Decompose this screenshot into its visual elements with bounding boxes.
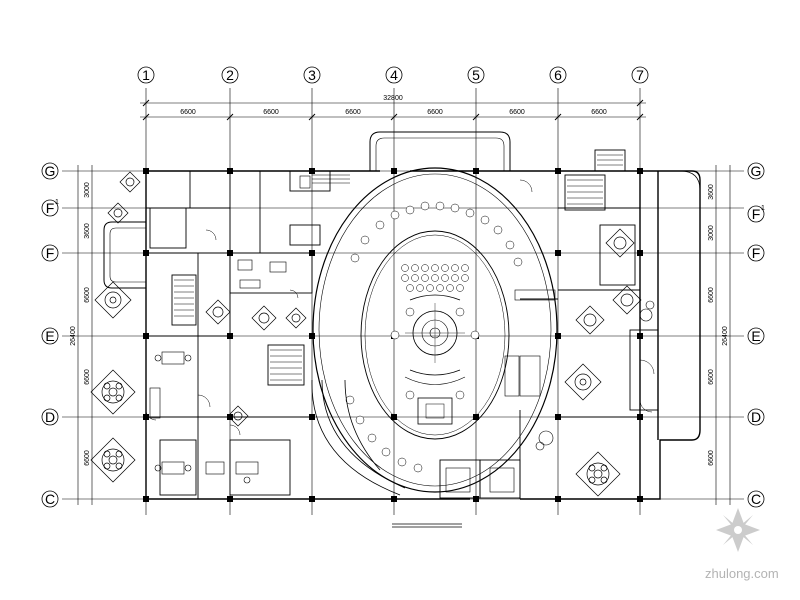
column-axis-bubbles bbox=[137, 66, 649, 84]
meeting-table-groups bbox=[90, 171, 642, 497]
dim-top-6: 6600 bbox=[591, 109, 607, 116]
dim-right-total: 26400 bbox=[722, 326, 729, 346]
central-oval-hall bbox=[312, 167, 558, 493]
table-group bbox=[285, 307, 307, 329]
top-dimension-texts: 32800 6600 6600 6600 6600 6600 6600 bbox=[180, 95, 607, 116]
table-group bbox=[90, 369, 136, 415]
table-group bbox=[119, 171, 141, 193]
axis-label-row-c-left: C bbox=[45, 491, 55, 507]
axis-label-col-3: 3 bbox=[308, 67, 316, 83]
axis-label-row-e-right: E bbox=[751, 328, 760, 344]
dim-left-2: 3600 bbox=[84, 223, 91, 239]
column-axis-labels: 1 2 3 4 5 6 7 bbox=[142, 67, 644, 83]
dim-top-1: 6600 bbox=[180, 109, 196, 116]
table-group bbox=[612, 285, 642, 315]
exterior-walls bbox=[103, 131, 701, 500]
door-swings bbox=[145, 179, 655, 436]
structural-columns bbox=[143, 168, 643, 502]
table-group bbox=[575, 451, 621, 497]
axis-sub-label-right: 1 bbox=[761, 205, 765, 212]
dim-top-5: 6600 bbox=[509, 109, 525, 116]
dim-left-1: 3000 bbox=[84, 182, 91, 198]
dimension-lines bbox=[77, 99, 731, 505]
dim-left-total: 26400 bbox=[70, 326, 77, 346]
table-group bbox=[94, 281, 132, 319]
axis-label-row-d-right: D bbox=[751, 409, 761, 425]
curved-corridor bbox=[311, 379, 406, 496]
axis-label-row-g-right: G bbox=[751, 163, 762, 179]
table-group bbox=[251, 305, 277, 331]
table-group bbox=[90, 437, 136, 483]
axis-label-row-f1-right: F bbox=[752, 206, 761, 222]
dim-top-2: 6600 bbox=[263, 109, 279, 116]
table-group bbox=[205, 299, 231, 325]
dim-right-4: 6600 bbox=[708, 369, 715, 385]
dim-right-2: 3000 bbox=[708, 225, 715, 241]
watermark: zhulong.com bbox=[705, 508, 779, 581]
axis-label-row-e-left: E bbox=[45, 328, 54, 344]
dim-left-5: 6600 bbox=[84, 450, 91, 466]
table-group bbox=[605, 228, 635, 258]
left-dimension-texts: 26400 3000 3600 6600 6600 6600 bbox=[70, 182, 91, 466]
watermark-logo-icon bbox=[716, 508, 760, 552]
watermark-site-text: zhulong.com bbox=[705, 566, 779, 581]
axis-label-row-c-right: C bbox=[751, 491, 761, 507]
dim-right-5: 6600 bbox=[708, 450, 715, 466]
dim-right-3: 6600 bbox=[708, 287, 715, 303]
axis-grid bbox=[62, 88, 744, 515]
interior-walls bbox=[146, 149, 659, 499]
axis-label-col-4: 4 bbox=[390, 67, 398, 83]
right-dimension-texts: 26400 3600 3000 6600 6600 6600 bbox=[708, 184, 729, 466]
axis-label-row-f1-left: F bbox=[46, 200, 55, 216]
row-axis-labels-right: G F F E D C 1 bbox=[751, 163, 765, 507]
axis-label-col-7: 7 bbox=[636, 67, 644, 83]
row-axis-bubbles bbox=[41, 162, 765, 508]
stairs bbox=[174, 154, 623, 381]
seating-rows bbox=[345, 201, 523, 473]
dim-right-1: 3600 bbox=[708, 184, 715, 200]
drawing-caption bbox=[392, 523, 462, 528]
axis-label-row-g-left: G bbox=[45, 163, 56, 179]
axis-label-col-1: 1 bbox=[142, 67, 150, 83]
dim-left-3: 6600 bbox=[84, 287, 91, 303]
axis-label-row-f-left: F bbox=[46, 245, 55, 261]
office-furniture bbox=[149, 175, 655, 493]
axis-label-row-d-left: D bbox=[45, 409, 55, 425]
axis-label-row-f-right: F bbox=[752, 245, 761, 261]
axis-label-col-2: 2 bbox=[226, 67, 234, 83]
table-group bbox=[227, 405, 249, 427]
row-axis-labels-left: G F F E D C 1 bbox=[45, 163, 59, 507]
dim-top-total: 32800 bbox=[383, 95, 403, 102]
table-group bbox=[564, 363, 602, 401]
dim-top-3: 6600 bbox=[345, 109, 361, 116]
dim-left-4: 6600 bbox=[84, 369, 91, 385]
axis-label-col-6: 6 bbox=[554, 67, 562, 83]
table-group bbox=[575, 305, 605, 335]
axis-sub-label-left: 1 bbox=[55, 199, 59, 206]
dim-top-4: 6600 bbox=[427, 109, 443, 116]
table-group bbox=[107, 202, 129, 224]
axis-label-col-5: 5 bbox=[472, 67, 480, 83]
